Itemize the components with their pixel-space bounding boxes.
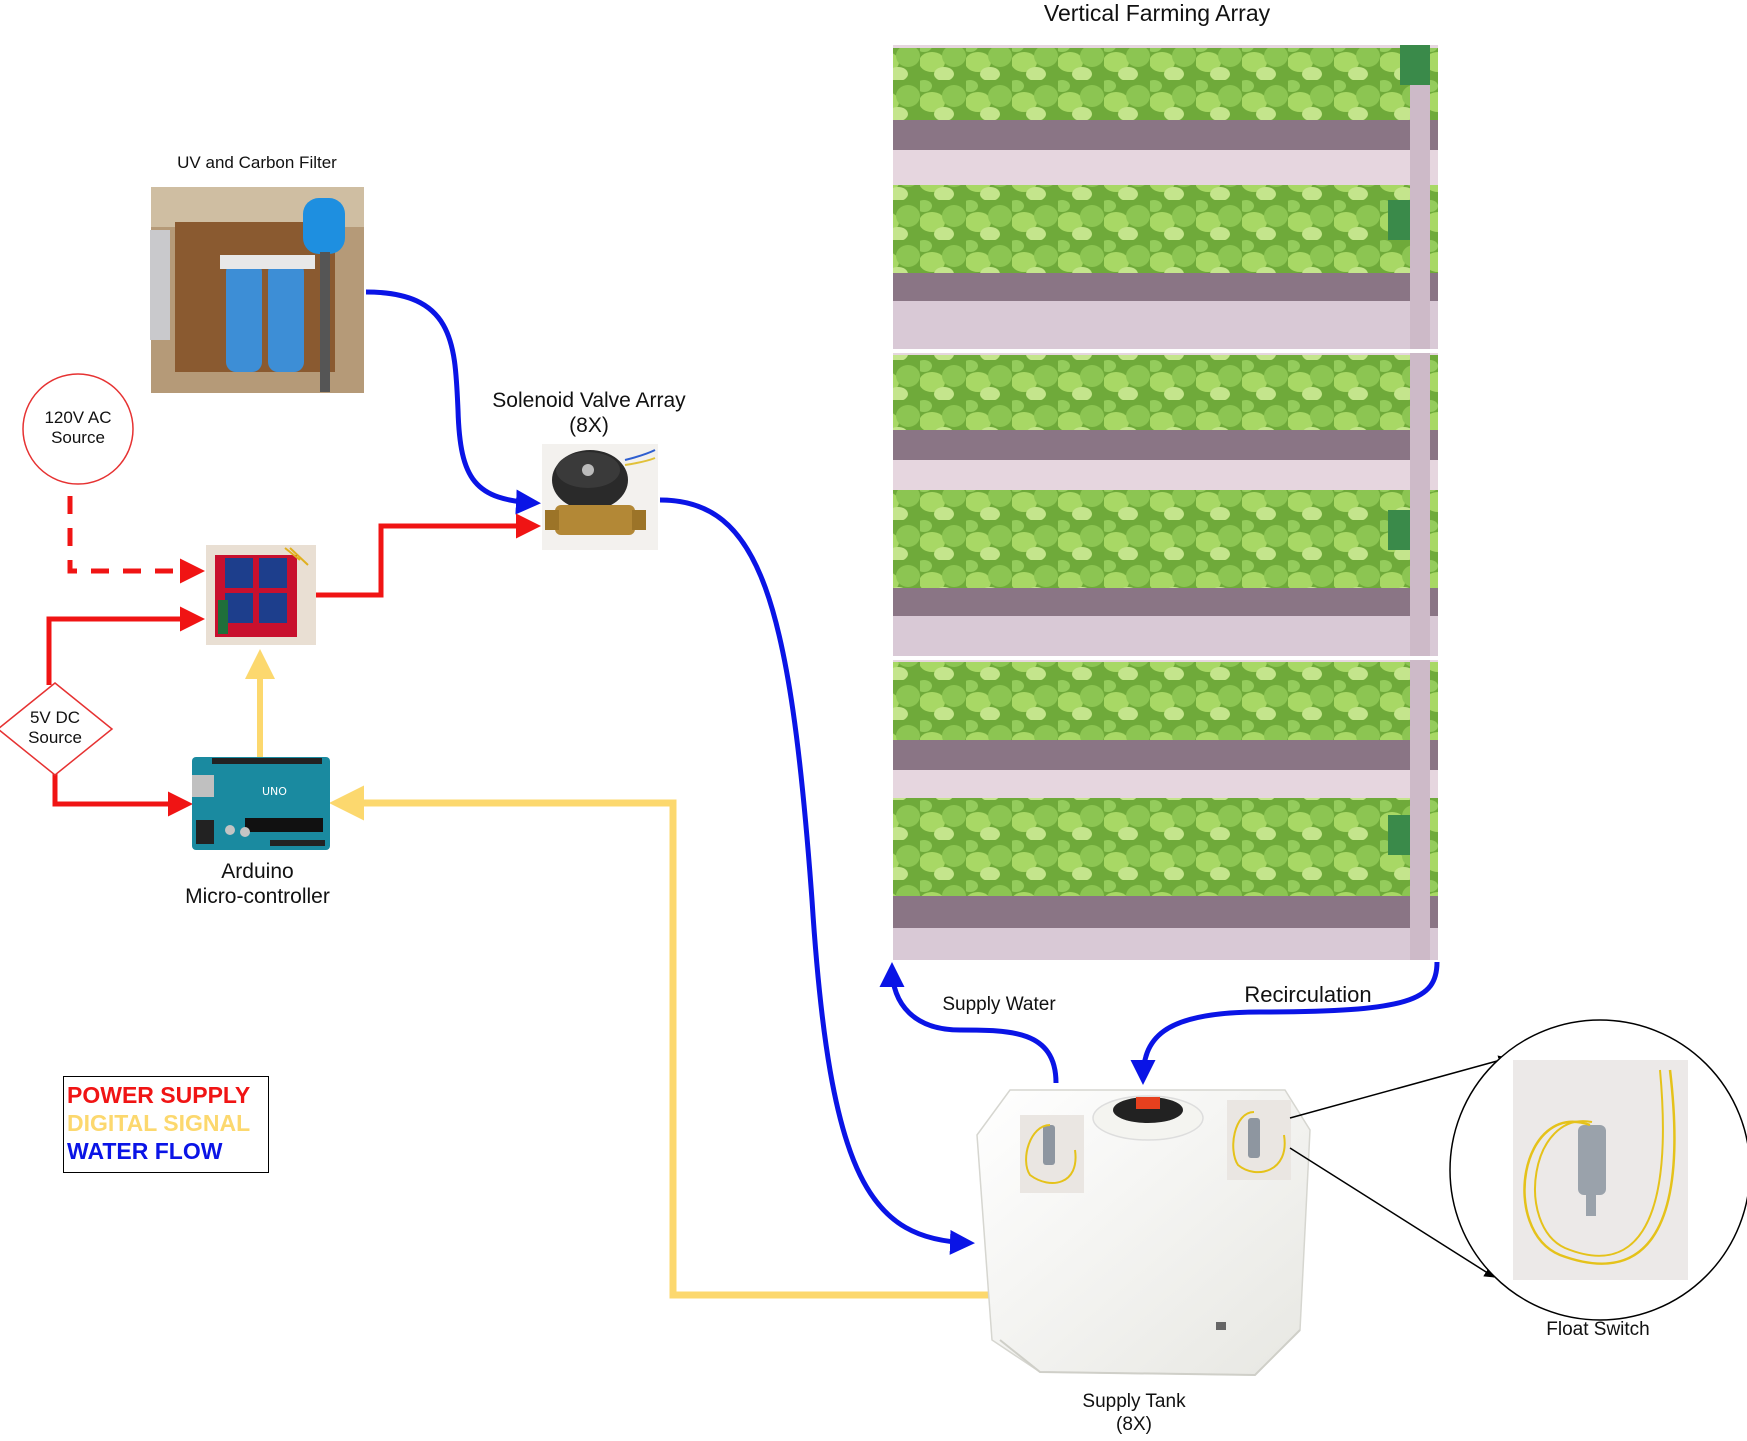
relay-board-photo [206,545,316,645]
legend-water-flow: WATER FLOW [67,1138,223,1164]
water-line-filter-to-valve [365,289,541,515]
water-line-valve-to-tank [659,497,975,1255]
power-line-relay-to-valve [316,513,541,598]
dc-source-label: 5V DC Source [5,708,105,749]
callout-line-bottom [1289,1147,1495,1278]
arduino-board-photo: UNO [192,757,330,850]
dc-source-label-line1: 5V DC [29,708,81,727]
water-line-supply [879,962,1059,1084]
uv-filter-photo [150,187,364,393]
legend-power-supply: POWER SUPPLY [67,1082,251,1108]
supply-water-label: Supply Water [942,994,1056,1015]
farming-array-photo [893,45,1438,960]
solenoid-label: Solenoid Valve Array (8X) [474,388,704,438]
svg-text:UNO: UNO [262,785,287,798]
ac-source-node [22,373,134,485]
solenoid-label-line2: (8X) [569,414,609,438]
legend: POWER SUPPLY DIGITAL SIGNAL WATER FLOW [63,1076,269,1173]
arduino-label: Arduino Micro-controller [160,859,355,909]
power-line-dc-to-arduino [52,774,193,817]
water-line-recirculation [1130,961,1440,1085]
float-switch-photo [1513,1060,1688,1280]
uv-filter-label: UV and Carbon Filter [177,153,337,172]
solenoid-valve-photo [542,444,658,550]
ac-source-label-line1: 120V AC [44,408,112,427]
solenoid-label-line1: Solenoid Valve Array [492,389,686,412]
ac-source-label: 120V AC Source [28,408,128,449]
dc-source-label-line2: Source [28,728,82,748]
supply-tank-label-line1: Supply Tank [1082,1391,1186,1412]
callout-line-top [1289,1055,1510,1119]
float-switch-label: Float Switch [1546,1319,1650,1340]
left-float-switch-photo [1020,1115,1084,1193]
supply-tank-label-line2: (8X) [1116,1413,1152,1435]
power-line-dc-to-relay [46,606,205,685]
diagram-title: Vertical Farming Array [1043,0,1271,26]
power-line-ac-to-relay [67,496,205,584]
arduino-label-line1: Arduino [221,860,294,883]
ac-source-label-line2: Source [51,428,105,448]
supply-tank-label: Supply Tank (8X) [1054,1391,1214,1437]
right-float-switch-photo [1227,1100,1291,1180]
legend-digital-signal: DIGITAL SIGNAL [67,1110,251,1136]
arduino-label-line2: Micro-controller [185,885,330,909]
recirculation-label: Recirculation [1244,982,1372,1007]
dc-source-node [0,682,114,776]
